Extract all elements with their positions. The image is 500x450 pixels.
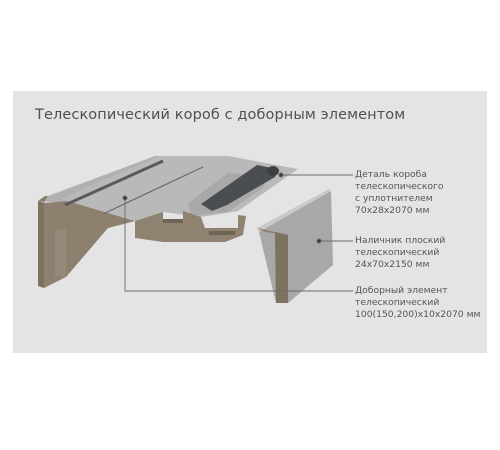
extension-inner-face (55, 229, 66, 277)
label-line: 24x70x2150 мм (355, 259, 430, 270)
diagram-title: Телескопический короб с доборным элемент… (35, 107, 406, 123)
seal-tip (267, 166, 279, 176)
frame-top-face (61, 156, 298, 221)
diagram-panel: Телескопический короб с доборным элемент… (13, 91, 487, 353)
leader-line-extension (124, 198, 353, 292)
leader-dot-platband (316, 238, 322, 244)
door-frame-illustration (38, 156, 353, 303)
label-line: телескопический (355, 247, 440, 258)
platband-edge (275, 232, 288, 303)
frame-part-illustration (61, 156, 298, 242)
leader-lines (122, 172, 353, 292)
label-line: 100(150,200)x10x2070 мм (355, 309, 481, 320)
label-line: телескопического (355, 181, 444, 192)
label-line: телескопический (355, 297, 440, 308)
leader-dot-extension (122, 195, 128, 201)
label-line: Наличник плоский (355, 235, 446, 246)
leader-dot-frame-part (278, 172, 284, 178)
frame-edge-line (102, 166, 204, 215)
seal (201, 165, 277, 211)
frame-slot-2 (209, 231, 235, 235)
extension-side-edge (38, 201, 44, 288)
label-extension: Доборный элемент телескопический 100(150… (355, 285, 480, 321)
extension-top-face (38, 156, 161, 203)
platband-illustration (257, 189, 333, 303)
label-platband: Наличник плоский телескопический 24x70x2… (355, 235, 445, 271)
label-line: Деталь короба (355, 169, 427, 180)
frame-groove (64, 159, 164, 207)
frame-end-face (135, 211, 246, 242)
frame-slot (163, 219, 183, 223)
label-line: 70x28x2070 мм (355, 205, 430, 216)
extension-board-illustration (38, 156, 161, 288)
extension-end-face (44, 201, 135, 288)
platband-top-edge (257, 189, 331, 232)
label-line: Доборный элемент (355, 285, 448, 296)
label-frame-part: Деталь короба телескопического с уплотни… (355, 169, 443, 217)
label-line: с уплотнителем (355, 193, 433, 204)
